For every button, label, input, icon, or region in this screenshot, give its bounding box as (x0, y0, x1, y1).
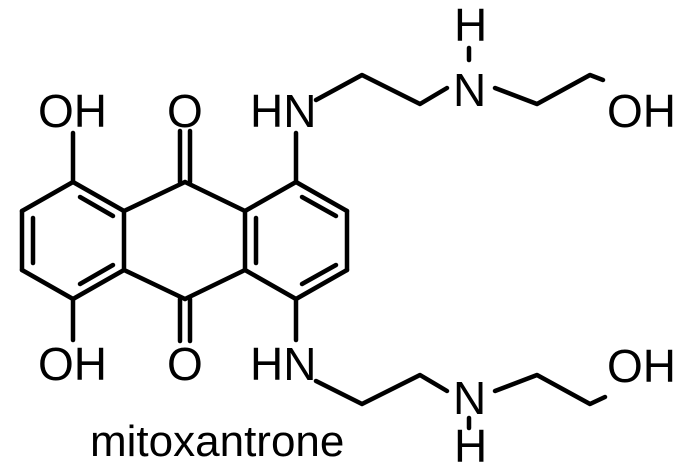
bond (19, 267, 76, 302)
atom-labels: OH OH O O HN HN H N OH N H OH (38, 0, 676, 469)
oh-bottom-right-label: OH (607, 340, 676, 392)
oh-bottom-left-label: OH (38, 338, 107, 390)
bond (182, 179, 248, 214)
o-top-label: O (167, 85, 203, 137)
skeletal-bonds (19, 45, 608, 431)
h-bottom-label: H (454, 420, 487, 469)
o-bottom-label: O (167, 338, 203, 390)
oh-top-right-label: OH (607, 85, 676, 137)
bond (77, 194, 116, 219)
n-bottom-label: N (453, 372, 486, 424)
bond (70, 179, 127, 214)
bond (242, 179, 299, 214)
bond (182, 267, 248, 302)
h-top-label: H (454, 0, 487, 51)
bond (77, 262, 116, 287)
hn-bottom-label: HN (250, 338, 316, 390)
bond (242, 267, 299, 302)
bond (299, 262, 339, 287)
bond (19, 179, 76, 214)
oh-top-left-label: OH (38, 85, 107, 137)
n-top-label: N (453, 64, 486, 116)
side-chain-bottom (313, 372, 450, 407)
side-chain-top-continued (492, 72, 606, 107)
bond (299, 194, 339, 219)
bond (70, 267, 127, 302)
bond (121, 179, 188, 214)
side-chain-bottom-continued (492, 372, 608, 407)
hn-top-label: HN (250, 85, 316, 137)
bond (121, 267, 188, 302)
bond (293, 179, 350, 214)
bond (293, 267, 350, 302)
side-chain-top (313, 72, 450, 107)
compound-name: mitoxantrone (90, 417, 344, 466)
